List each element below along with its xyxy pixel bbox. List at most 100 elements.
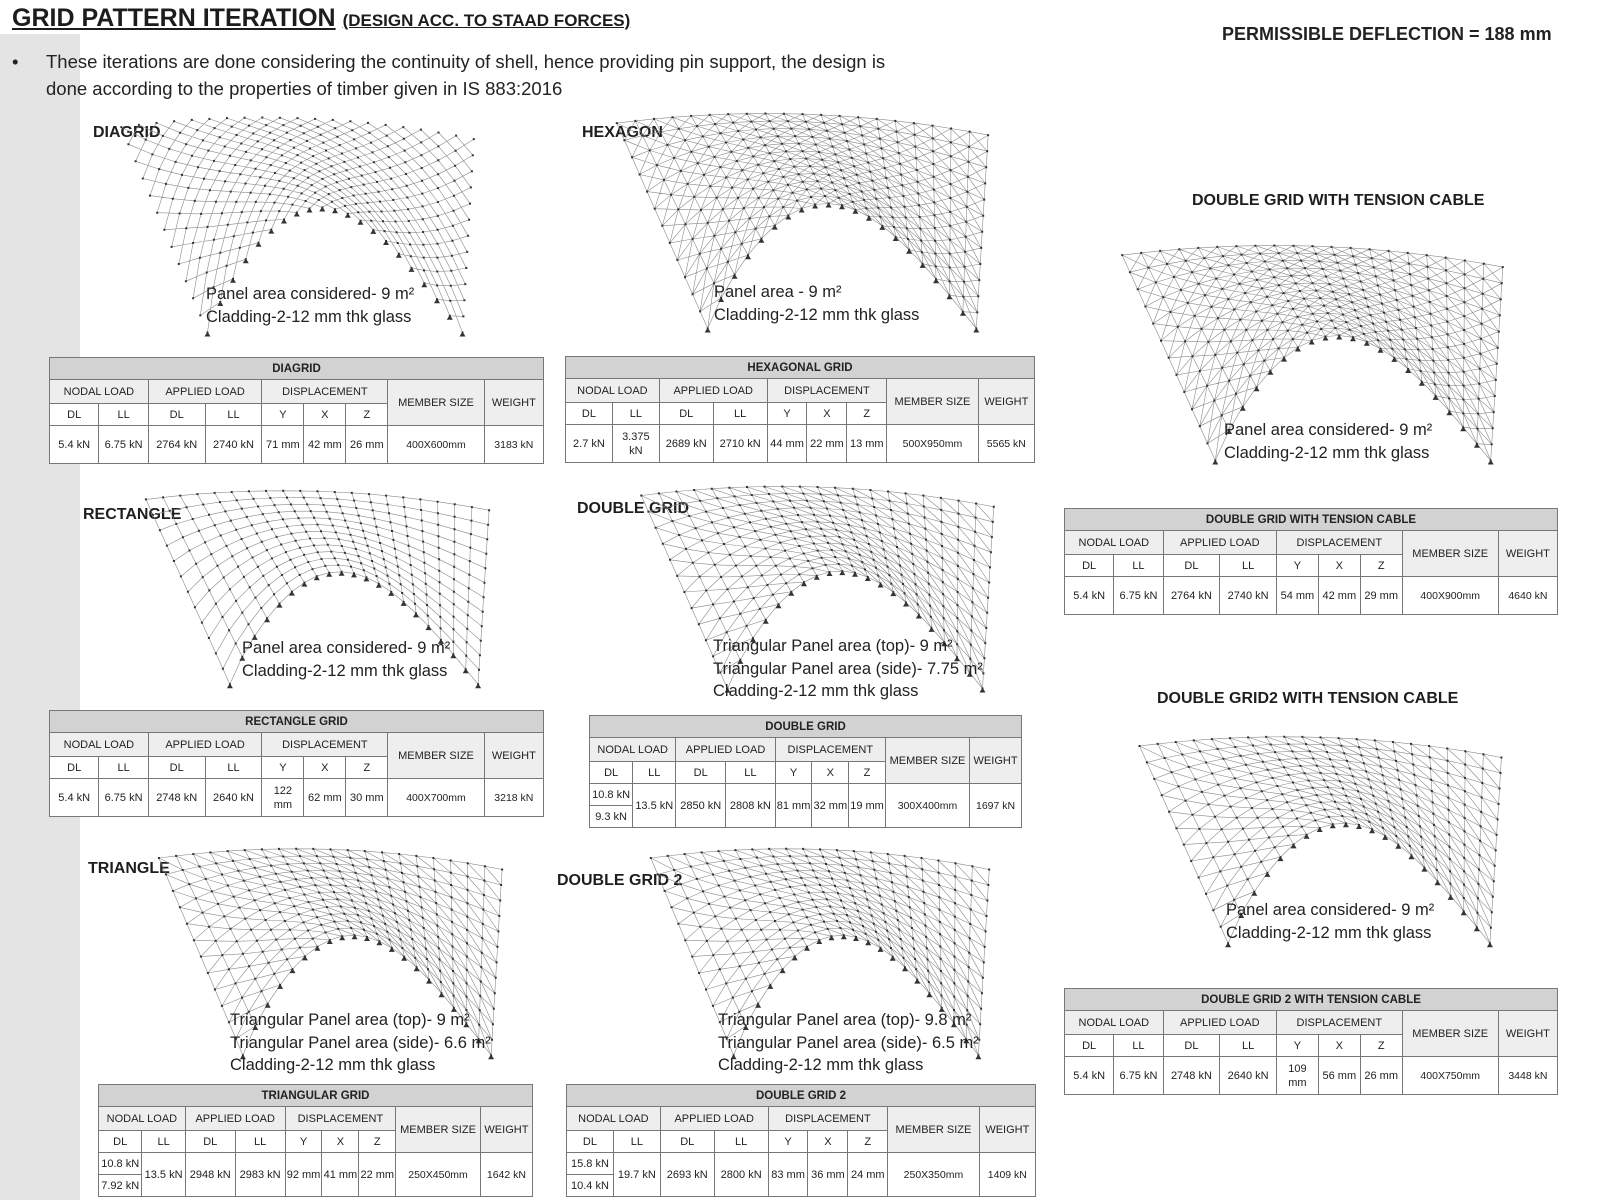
cell-nodal-ll: 6.75 kN <box>1113 576 1164 615</box>
note-line: Cladding-2-12 mm thk glass <box>1226 923 1432 942</box>
header-dl: DL <box>566 1130 614 1153</box>
header-z: Z <box>848 761 886 784</box>
header-y: Y <box>774 761 813 784</box>
cell-applied-dl: 2748 kN <box>147 778 206 817</box>
cell-applied-dl: 2689 kN <box>658 424 714 463</box>
diagrid-notes: Panel area considered- 9 m² Cladding-2-1… <box>206 283 414 328</box>
cell-applied-ll: 2710 kN <box>712 424 768 463</box>
cell-nodal-dl: 10.8 kN <box>588 783 634 806</box>
note-line: Cladding-2-12 mm thk glass <box>230 1056 436 1074</box>
cell-nodal-ll: 6.75 kN <box>1113 1056 1164 1095</box>
header-dl: DL <box>48 403 100 426</box>
header-weight: WEIGHT <box>977 378 1036 425</box>
cell-nodal-ll: 19.7 kN <box>612 1152 661 1197</box>
double-grid-2-notes: Triangular Panel area (top)- 9.8 m² Tria… <box>718 1009 979 1077</box>
table-caption-row: DOUBLE GRID 2 <box>566 1084 1036 1107</box>
header-z: Z <box>1359 554 1403 577</box>
table-caption: DOUBLE GRID 2 WITH TENSION CABLE <box>1064 988 1558 1011</box>
cell-nodal-dl: 5.4 kN <box>48 425 100 464</box>
label-hexagon: HEXAGON <box>582 124 663 141</box>
table-caption-row: HEXAGONAL GRID <box>565 356 1035 379</box>
header-nodal-load: NODAL LOAD <box>1064 530 1164 555</box>
hexagon-shell-model <box>615 112 990 333</box>
header-applied-load: APPLIED LOAD <box>1162 1010 1277 1035</box>
header-ll: LL <box>713 1130 769 1153</box>
note-line: Cladding-2-12 mm thk glass <box>206 307 412 326</box>
table-caption-row: TRIANGULAR GRID <box>98 1084 533 1107</box>
cell-disp-x: 41 mm <box>321 1152 360 1197</box>
header-member-size: MEMBER SIZE <box>884 737 971 784</box>
header-member-size: MEMBER SIZE <box>387 732 485 779</box>
note-line: Cladding-2-12 mm thk glass <box>242 661 448 680</box>
header-x: X <box>806 402 848 425</box>
header-ll: LL <box>712 402 768 425</box>
header-dl: DL <box>1162 554 1221 577</box>
cell-nodal-dl: 5.4 kN <box>1063 576 1115 615</box>
cell-weight: 3218 kN <box>483 778 545 817</box>
cell-disp-x: 22 mm <box>806 424 848 463</box>
header-y: Y <box>1275 1034 1319 1057</box>
cell-member-size: 400X750mm <box>1401 1056 1499 1095</box>
cell-applied-dl: 2764 kN <box>147 425 206 464</box>
cell-disp-x: 36 mm <box>807 1152 849 1197</box>
cell-member-size: 400X900mm <box>1401 576 1499 615</box>
header-applied-load: APPLIED LOAD <box>184 1106 286 1131</box>
cell-disp-z: 24 mm <box>847 1152 889 1197</box>
page-title: GRID PATTERN ITERATION (DESIGN ACC. TO S… <box>12 4 630 33</box>
header-ll: LL <box>612 1130 661 1153</box>
header-nodal-load: NODAL LOAD <box>49 379 149 404</box>
header-y: Y <box>766 402 808 425</box>
header-ll: LL <box>204 403 263 426</box>
double-grid-tension-shell-model <box>1121 244 1504 465</box>
title-sub: (DESIGN ACC. TO STAAD FORCES) <box>342 11 631 30</box>
header-y: Y <box>767 1130 809 1153</box>
header-dl: DL <box>1063 1034 1115 1057</box>
header-dl: DL <box>97 1130 143 1153</box>
cell-nodal-ll: 6.75 kN <box>98 778 149 817</box>
header-nodal-load: NODAL LOAD <box>588 737 677 762</box>
header-ll: LL <box>1219 1034 1277 1057</box>
header-applied-load: APPLIED LOAD <box>658 378 768 403</box>
note-line: Panel area considered- 9 m² <box>1226 901 1435 919</box>
shell-wireframe <box>145 490 490 685</box>
cell-weight: 1697 kN <box>969 783 1022 828</box>
header-dl: DL <box>675 761 727 784</box>
cell-applied-dl: 2948 kN <box>184 1152 236 1197</box>
header-x: X <box>321 1130 360 1153</box>
cell-nodal-dl: 10.8 kN <box>97 1152 143 1175</box>
cell-weight: 5565 kN <box>977 424 1036 463</box>
header-ll: LL <box>98 403 149 426</box>
table-caption-row: DOUBLE GRID WITH TENSION CABLE <box>1064 508 1558 531</box>
header-ll: LL <box>1219 554 1277 577</box>
table-caption: DOUBLE GRID 2 <box>566 1084 1036 1107</box>
header-displacement: DISPLACEMENT <box>767 1106 889 1131</box>
cell-applied-dl: 2764 kN <box>1162 576 1221 615</box>
header-applied-load: APPLIED LOAD <box>1162 530 1277 555</box>
label-rectangle: RECTANGLE <box>83 506 182 523</box>
cell-disp-x: 32 mm <box>811 783 850 828</box>
label-triangle: TRIANGLE <box>88 860 170 877</box>
header-nodal-load: NODAL LOAD <box>98 1106 186 1131</box>
cell-disp-x: 56 mm <box>1317 1056 1361 1095</box>
double-grid2-tension-notes: Panel area considered- 9 m² Cladding-2-1… <box>1226 899 1434 944</box>
cell-applied-ll: 2640 kN <box>1219 1056 1277 1095</box>
note-line: Triangular Panel area (top)- 9 m² <box>230 1011 470 1029</box>
header-displacement: DISPLACEMENT <box>1275 530 1403 555</box>
diagrid-shell-model <box>120 116 475 337</box>
cell-member-size: 300X400mm <box>884 783 971 828</box>
table-caption-row: RECTANGLE GRID <box>49 710 544 733</box>
header-weight: WEIGHT <box>1497 1010 1559 1057</box>
cell-disp-y: 44 mm <box>766 424 808 463</box>
permissible-deflection: PERMISSIBLE DEFLECTION = 188 mm <box>1222 24 1552 44</box>
cell-nodal-dl-2: 9.3 kN <box>588 805 634 828</box>
